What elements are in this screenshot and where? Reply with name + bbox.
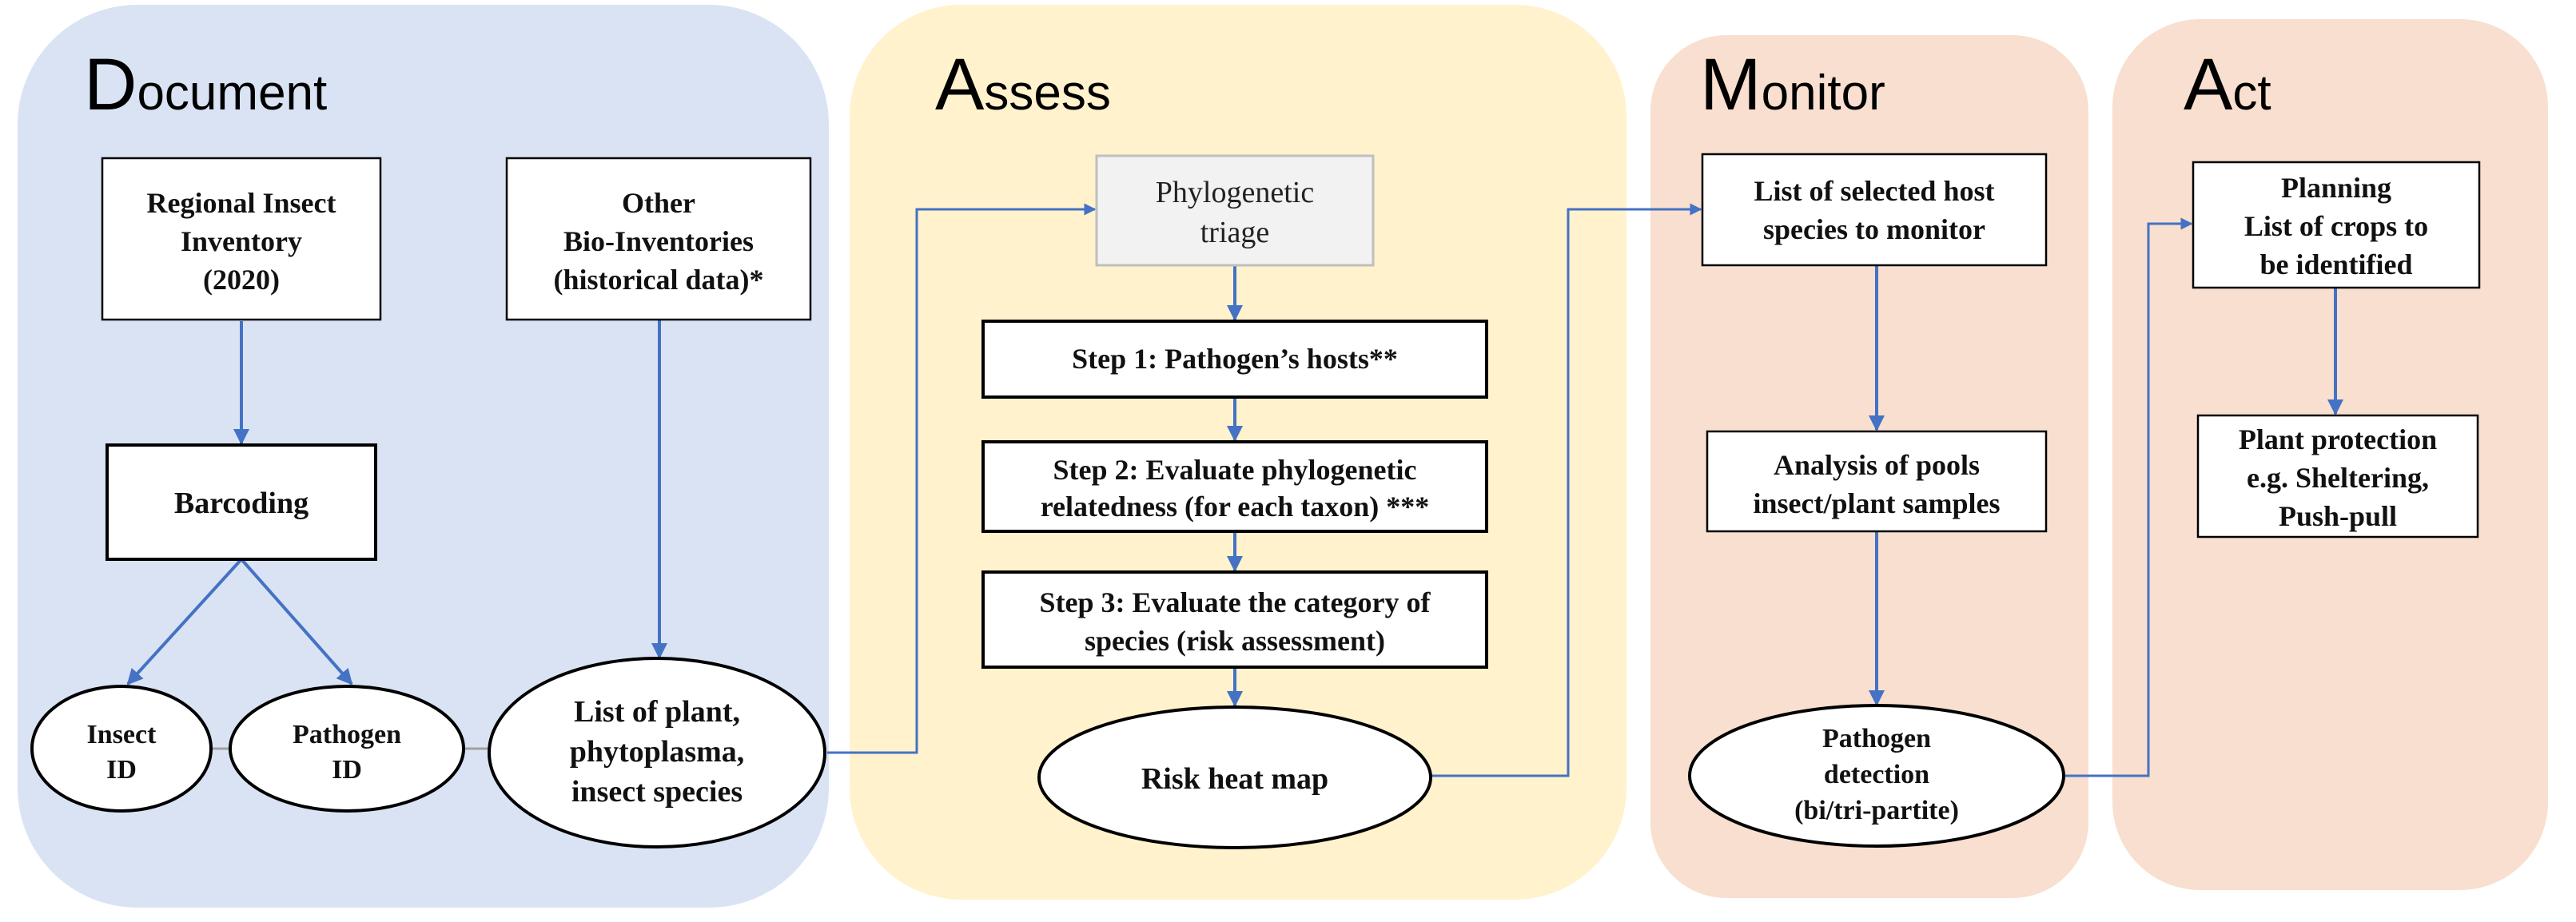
pathogen-id-line-2: ID — [332, 755, 362, 785]
barcoding-box: Barcoding — [106, 443, 377, 561]
detection-line-2: detection — [1824, 760, 1929, 789]
step2-line-2: relatedness (for each taxon) *** — [1041, 491, 1430, 523]
protection-line-1: Plant protection — [2239, 423, 2437, 455]
pools-analysis-box: Analysis of pools insect/plant samples — [1706, 430, 2048, 533]
step2-line-1: Step 2: Evaluate phylogenetic — [1053, 454, 1417, 486]
phase-title-document: Document — [84, 44, 327, 125]
regional-inventory-line-3: (2020) — [203, 264, 280, 296]
plant-protection-box: Plant protection e.g. Sheltering, Push-p… — [2196, 414, 2479, 538]
step3-line-1: Step 3: Evaluate the category of — [1040, 586, 1431, 618]
insect-id-line-2: ID — [106, 755, 137, 785]
heat-map-label: Risk heat map — [1141, 762, 1328, 796]
phase-title-monitor: Monitor — [1700, 44, 1885, 125]
connector-detection-to-planning — [2064, 217, 2193, 777]
host-list-line-2: species to monitor — [1763, 213, 1985, 245]
step2-box: Step 2: Evaluate phylogenetic relatednes… — [981, 440, 1488, 533]
detection-line-1: Pathogen — [1822, 724, 1931, 753]
pools-line-1: Analysis of pools — [1774, 449, 1980, 481]
pools-line-2: insect/plant samples — [1753, 487, 2000, 519]
planning-line-2: List of crops to — [2244, 210, 2428, 242]
host-list-box: List of selected host species to monitor — [1701, 153, 2048, 267]
species-list-line-1: List of plant, — [574, 695, 740, 729]
regional-inventory-line-2: Inventory — [181, 225, 302, 257]
connector-list-to-triage — [827, 203, 1097, 754]
connector-heatmap-to-hostlist — [1431, 203, 1702, 777]
detection-line-3: (bi/tri-partite) — [1794, 796, 1959, 825]
pathogen-detection-node: Pathogen detection (bi/tri-partite) — [1688, 704, 2065, 848]
step1-box: Step 1: Pathogen’s hosts** — [981, 320, 1488, 399]
barcoding-label: Barcoding — [174, 487, 309, 520]
phase-title-act: Act — [2184, 44, 2271, 125]
insect-id-line-1: Insect — [87, 720, 157, 749]
protection-line-3: Push-pull — [2279, 500, 2397, 532]
species-list-line-3: insect species — [571, 775, 743, 809]
arrow-barcoding-to-insect — [126, 558, 243, 686]
planning-line-1: Planning — [2281, 172, 2391, 204]
step1-label: Step 1: Pathogen’s hosts** — [1072, 343, 1398, 375]
species-list-line-2: phytoplasma, — [570, 735, 745, 769]
other-inventories-line-1: Other — [622, 187, 695, 219]
planning-box: Planning List of crops to be identified — [2192, 161, 2481, 289]
species-list-node: List of plant, phytoplasma, insect speci… — [488, 657, 826, 848]
risk-heat-map-node: Risk heat map — [1037, 705, 1432, 849]
insect-id-node: Insect ID — [30, 685, 213, 813]
triage-line-2: triage — [1200, 216, 1270, 249]
step3-box: Step 3: Evaluate the category of species… — [981, 570, 1488, 669]
planning-line-3: be identified — [2259, 248, 2412, 280]
pathogen-id-line-1: Pathogen — [293, 720, 401, 749]
step3-line-2: species (risk assessment) — [1085, 625, 1385, 657]
other-inventories-line-2: Bio-Inventories — [563, 225, 754, 257]
pathogen-id-node: Pathogen ID — [229, 685, 465, 813]
arrow-barcoding-to-pathogen — [240, 558, 353, 686]
regional-inventory-line-1: Regional Insect — [147, 187, 336, 219]
host-list-line-1: List of selected host — [1754, 175, 1995, 207]
phase-title-assess: Assess — [935, 44, 1111, 125]
triage-line-1: Phylogenetic — [1156, 176, 1314, 209]
protection-line-2: e.g. Sheltering, — [2247, 462, 2429, 494]
other-inventories-box: Other Bio-Inventories (historical data)* — [505, 157, 812, 321]
regional-inventory-box: Regional Insect Inventory (2020) — [101, 157, 382, 321]
other-inventories-line-3: (historical data)* — [554, 264, 764, 296]
phylogenetic-triage-box: Phylogenetic triage — [1095, 154, 1375, 267]
